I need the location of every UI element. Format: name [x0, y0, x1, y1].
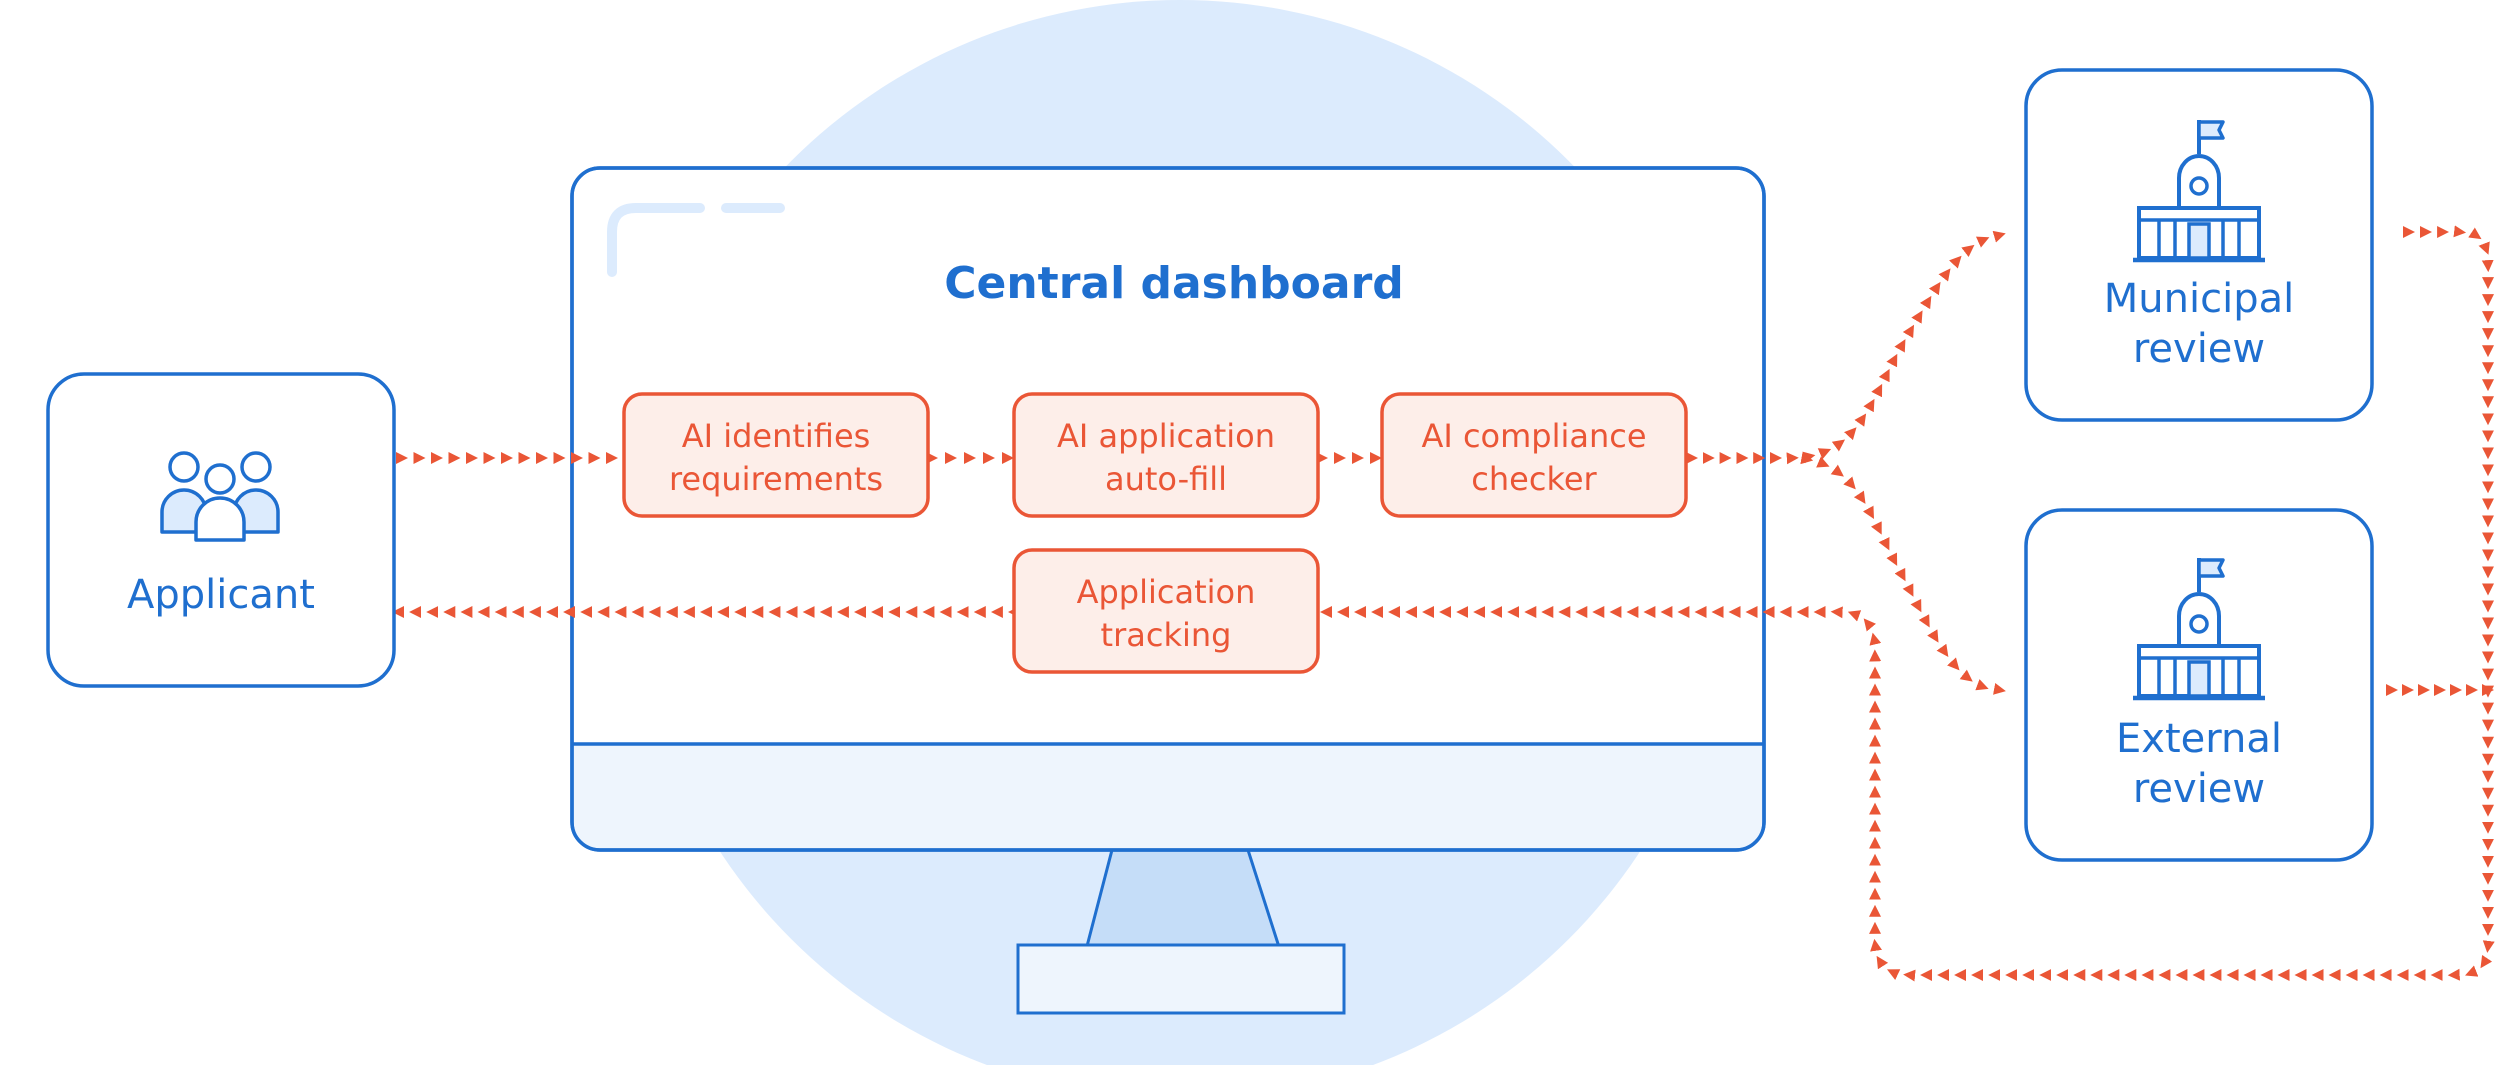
- step-label-line2: requirements: [669, 460, 883, 498]
- municipal-review-node: Municipal review: [2024, 68, 2374, 422]
- tracking-label-line1: Application: [1077, 573, 1256, 611]
- tracking-label-line2: tracking: [1101, 616, 1232, 654]
- step-ai-identifies-requirements: AI identifies requirements: [622, 392, 930, 518]
- municipal-review-label-line2: review: [2133, 326, 2265, 372]
- step-label-line1: AI compliance: [1421, 417, 1646, 455]
- applicant-node: Applicant: [46, 372, 396, 688]
- dashboard-title: Central dashboard: [944, 258, 1404, 309]
- step-label-line1: AI identifies: [682, 417, 871, 455]
- step-label-line1: AI application: [1057, 417, 1275, 455]
- monitor-base: [1016, 943, 1346, 1015]
- monitor-neck: [1084, 848, 1283, 952]
- external-review-node: External review: [2024, 508, 2374, 862]
- applicant-label: Applicant: [127, 572, 315, 618]
- step-application-tracking: Application tracking: [1012, 548, 1320, 674]
- monitor-chin: [574, 744, 1762, 848]
- external-review-label-line2: review: [2133, 766, 2265, 812]
- users-icon: [160, 451, 280, 542]
- step-label-line2: auto-fill: [1105, 460, 1227, 498]
- municipal-review-label-line1: Municipal: [2104, 276, 2294, 322]
- external-review-label-line1: External: [2116, 716, 2282, 762]
- step-label-line2: checker: [1471, 460, 1597, 498]
- step-ai-application-autofill: AI application auto-fill: [1012, 392, 1320, 518]
- window-corner-decoration: [607, 203, 705, 277]
- arrow-to-external-review: [1800, 452, 2006, 695]
- step-ai-compliance-checker: AI compliance checker: [1380, 392, 1688, 518]
